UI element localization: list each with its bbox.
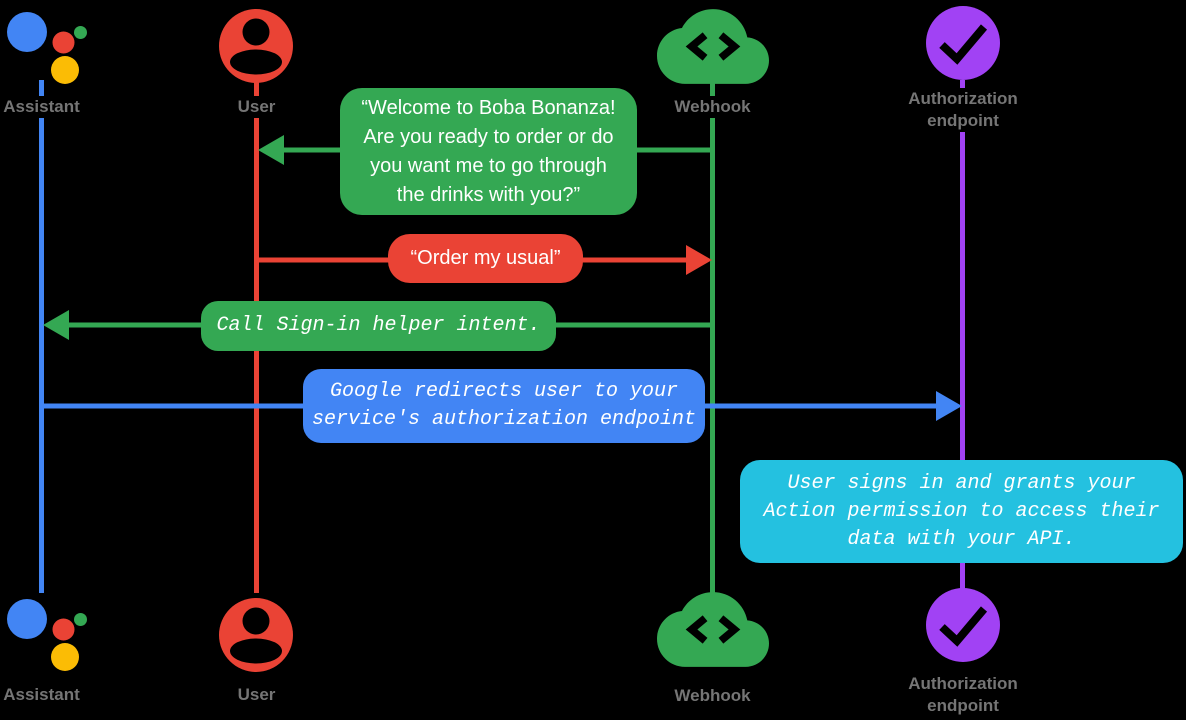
person-icon-head-cutout bbox=[242, 607, 270, 635]
cloud-shape bbox=[657, 592, 769, 667]
assistant-logo-green-circle bbox=[74, 26, 87, 39]
auth-endpoint-icon-bottom bbox=[926, 588, 1000, 662]
person-icon-head-cutout bbox=[242, 18, 270, 46]
welcome-arrowhead bbox=[258, 135, 284, 165]
cloud-shape bbox=[657, 9, 769, 84]
user-icon bbox=[219, 9, 293, 83]
assistant-logo-yellow-circle bbox=[51, 56, 79, 84]
assistant-label-bottom: Assistant bbox=[0, 684, 85, 706]
order-message-bubble: “Order my usual” bbox=[388, 234, 583, 283]
order-arrowhead bbox=[686, 245, 712, 275]
signin-message-bubble: Call Sign-in helper intent. bbox=[201, 301, 556, 351]
code-left-chevron-icon bbox=[685, 32, 708, 61]
assistant-logo-red-circle bbox=[52, 618, 75, 641]
webhook-icon bbox=[657, 9, 769, 84]
person-icon-shoulders-cutout bbox=[230, 638, 282, 664]
assistant-icon-bottom bbox=[7, 599, 87, 671]
assistant-icon bbox=[7, 12, 87, 84]
auth-endpoint-label-top: Authorization endpoint bbox=[903, 88, 1023, 132]
assistant-label-top: Assistant bbox=[0, 96, 85, 118]
code-right-chevron-icon bbox=[718, 32, 741, 61]
assistant-logo-blue-circle bbox=[7, 12, 47, 52]
checkmark-icon bbox=[939, 606, 988, 647]
checkmark-icon bbox=[939, 24, 988, 65]
code-left-chevron-icon bbox=[685, 615, 708, 644]
webhook-label-bottom: Webhook bbox=[669, 685, 756, 707]
grant-note-bubble: User signs in and grants your Action per… bbox=[740, 460, 1183, 563]
webhook-lifeline bbox=[710, 80, 715, 593]
signin-arrowhead bbox=[43, 310, 69, 340]
assistant-lifeline bbox=[39, 80, 44, 593]
code-right-chevron-icon bbox=[718, 615, 741, 644]
assistant-logo-green-circle bbox=[74, 613, 87, 626]
user-label-top: User bbox=[232, 96, 281, 118]
checkmark-circle bbox=[926, 588, 1000, 662]
checkmark-circle bbox=[926, 6, 1000, 80]
assistant-logo-yellow-circle bbox=[51, 643, 79, 671]
assistant-logo-red-circle bbox=[52, 31, 75, 54]
webhook-label-top: Webhook bbox=[669, 96, 756, 118]
webhook-icon-bottom bbox=[657, 592, 769, 667]
auth-endpoint-lifeline bbox=[960, 80, 965, 593]
user-label-bottom: User bbox=[232, 684, 281, 706]
auth-endpoint-icon bbox=[926, 6, 1000, 80]
person-icon-shoulders-cutout bbox=[230, 49, 282, 75]
auth-endpoint-label-bottom: Authorization endpoint bbox=[903, 673, 1023, 717]
assistant-logo-blue-circle bbox=[7, 599, 47, 639]
welcome-message-bubble: “Welcome to Boba Bonanza! Are you ready … bbox=[340, 88, 637, 215]
user-icon-bottom bbox=[219, 598, 293, 672]
redirect-arrowhead bbox=[936, 391, 962, 421]
redirect-message-bubble: Google redirects user to your service's … bbox=[303, 369, 705, 443]
